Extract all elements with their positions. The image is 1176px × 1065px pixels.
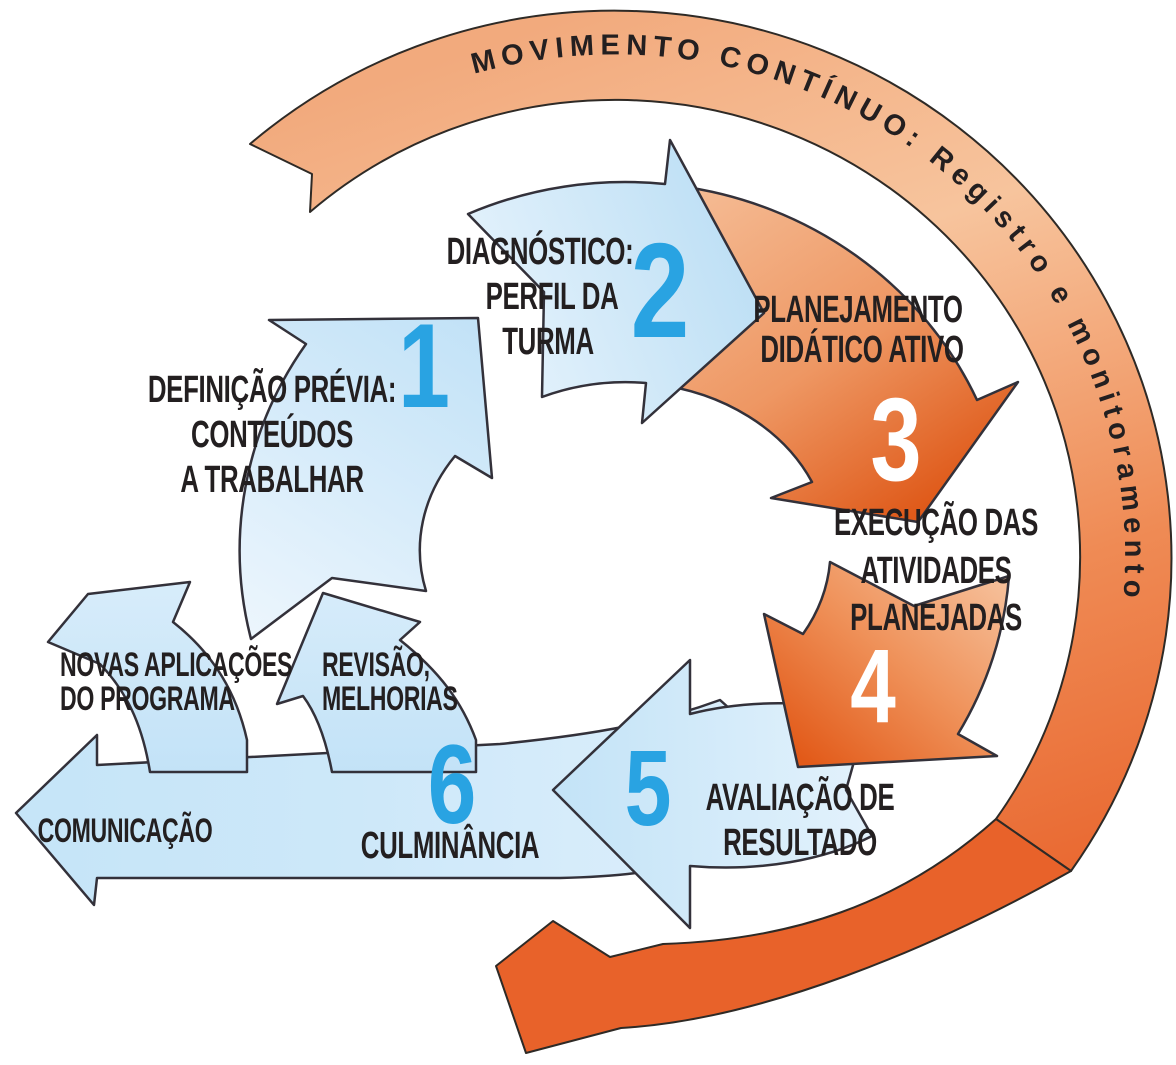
step-5-label-line-1: AVALIAÇÃO DE xyxy=(706,775,895,818)
outer-cycle-arrowhead-icon xyxy=(495,818,1072,1054)
step-4-label-line-1: EXECUÇÃO DAS xyxy=(834,500,1038,543)
step-5-number: 5 xyxy=(625,727,672,849)
revisao-melhorias-arrow xyxy=(275,591,478,774)
step-2-label-line-1: DIAGNÓSTICO: xyxy=(447,229,634,272)
step-4-label-line-3: PLANEJADAS xyxy=(850,596,1022,638)
outer-cycle-band xyxy=(249,9,1173,872)
revisao-label-line-1: REVISÃO, xyxy=(322,644,430,684)
step-1-number: 1 xyxy=(398,299,450,433)
step-2-label-line-2: PERFIL DA xyxy=(486,275,619,317)
step-1-label-line-2: CONTEÚDOS xyxy=(191,412,353,455)
step-1-label-line-3: A TRABALHAR xyxy=(180,458,363,500)
step-4-number: 4 xyxy=(850,627,896,744)
comunicacao-label: COMUNICAÇÃO xyxy=(38,810,213,850)
step-6-number: 6 xyxy=(428,723,477,848)
step-3-arrow xyxy=(652,184,1020,524)
step-5-label-line-2: RESULTADO xyxy=(723,821,877,863)
novas-aplicacoes-label-line-2: DO PROGRAMA xyxy=(60,681,235,718)
step-3-label-line-2: DIDÁTICO ATIVO xyxy=(760,327,963,370)
novas-aplicacoes-arrow xyxy=(46,580,249,774)
step-2-number: 2 xyxy=(631,214,690,366)
step-4-arrow xyxy=(762,560,1011,769)
step-4-label-line-2: ATIVIDADES xyxy=(860,549,1011,591)
step-3-label-line-1: PLANEJAMENTO xyxy=(753,288,962,330)
step-2-label-line-3: TURMA xyxy=(502,320,594,362)
step-3-number: 3 xyxy=(870,374,921,506)
step-2-arrow xyxy=(466,138,766,425)
step-1-arrow xyxy=(238,316,494,641)
revisao-label-line-2: MELHORIAS xyxy=(322,681,458,718)
novas-aplicacoes-label-line-1: NOVAS APLICAÇÕES xyxy=(60,644,292,684)
step-1-label-line-1: DEFINIÇÃO PRÉVIA: xyxy=(148,367,396,410)
step-6-label-line-1: CULMINÂNCIA xyxy=(361,823,540,866)
